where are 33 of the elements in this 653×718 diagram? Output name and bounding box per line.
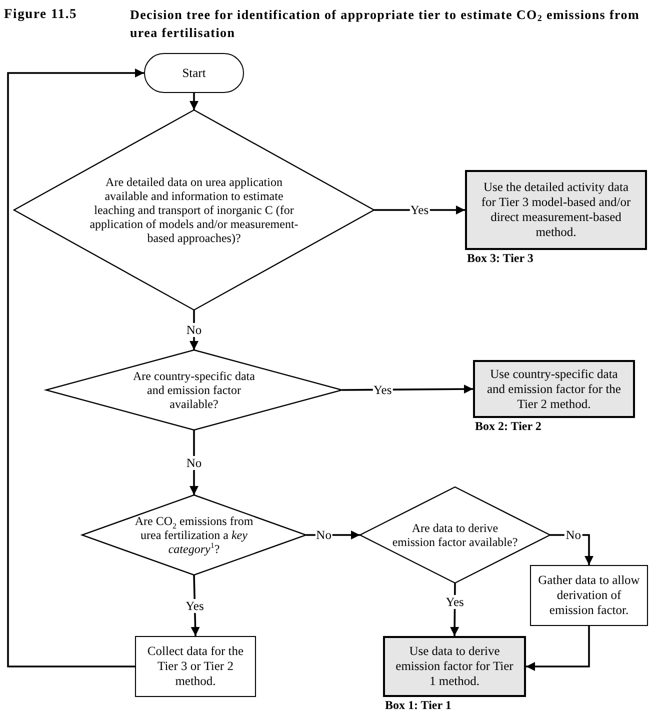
process-box	[135, 636, 256, 697]
edge-label: No	[315, 528, 332, 542]
figure-title: Decision tree for identification of appropriate tier to estimate CO$_{2}$ emissions from urea fertilisation	[130, 6, 640, 42]
box-caption: Box 3: Tier 3	[467, 251, 534, 266]
node-text: Are country-specific data and emission factor available?	[132, 369, 256, 411]
figure-number: Figure 11.5	[4, 6, 78, 22]
node-text: Are CO$_{2}$ emissions from urea fertilization a key category$^{1}$?	[134, 514, 254, 556]
arrow	[190, 574, 200, 636]
arrow	[7, 68, 144, 668]
edge-label: Yes	[409, 203, 430, 217]
node-text: Gather data to allow derivation of emission factor.	[537, 573, 641, 618]
edge-label: No	[185, 456, 203, 470]
process-box	[530, 565, 648, 626]
node-text: Start	[182, 66, 206, 80]
start-terminal	[144, 53, 244, 93]
arrow	[526, 626, 590, 671]
edge-label: Yes	[372, 382, 393, 397]
edge-label: Yes	[444, 595, 465, 610]
edge-label: No	[185, 323, 203, 337]
node-text: Are detailed data on urea application available and information to estimate leaching and transport of inorganic C (for application of models and/or measurement-based approaches)?	[89, 175, 299, 245]
arrow	[342, 384, 473, 394]
node-text: Use country-specific data and emission factor for the Tier 2 method.	[486, 366, 622, 412]
edge-label: Yes	[184, 598, 205, 612]
node-text: Collect data for the Tier 3 or Tier 2 method.	[146, 644, 245, 689]
edge-label: No	[564, 528, 582, 542]
arrow	[190, 93, 198, 110]
node-text: Use data to derive emission factor for Tier 1 method.	[394, 644, 514, 689]
box-caption: Box 2: Tier 2	[475, 419, 542, 434]
arrow	[374, 206, 465, 214]
arrow	[550, 534, 594, 565]
box-caption: Box 1: Tier 1	[385, 698, 452, 713]
node-text: Are data to derive emission factor available?	[391, 521, 519, 549]
node-text: Use the detailed activity data for Tier 3 model-based and/or direct measurement-based method.	[480, 180, 632, 240]
